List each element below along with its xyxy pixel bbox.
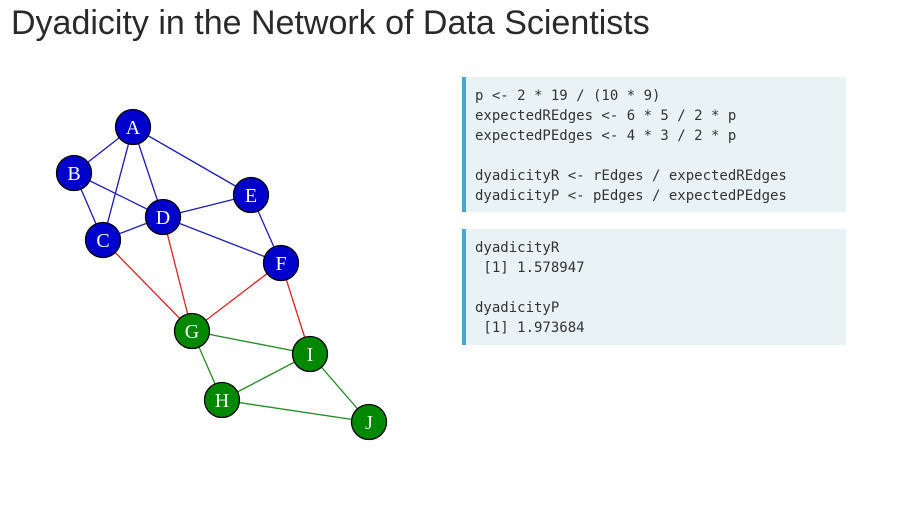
node-label: D <box>156 207 170 229</box>
node-label: I <box>307 344 314 366</box>
node-h: H <box>203 381 241 419</box>
node-label: F <box>275 253 286 275</box>
edge-h-j <box>221 399 370 423</box>
node-b: B <box>55 154 93 192</box>
node-i: I <box>291 335 329 373</box>
node-circle <box>232 176 270 214</box>
code-output-line: [1] 1.973684 <box>475 320 585 336</box>
node-circle <box>350 403 388 441</box>
node-c: C <box>84 221 122 259</box>
code-source-line: dyadicityR <- rEdges / expectedREdges <box>475 168 787 184</box>
edge-g-i <box>191 330 311 355</box>
slide-title: Dyadicity in the Network of Data Scienti… <box>11 4 650 42</box>
node-circle <box>114 108 152 146</box>
node-circle <box>84 221 122 259</box>
node-circle <box>262 244 300 282</box>
edge-f-g <box>191 262 282 332</box>
network-graph: A B C D E F G H I J <box>55 108 388 441</box>
code-source-line <box>475 146 846 166</box>
node-label: B <box>67 163 80 185</box>
node-d: D <box>144 198 182 236</box>
code-output-line <box>475 278 846 298</box>
code-output-block: dyadicityR [1] 1.578947 dyadicityP [1] 1… <box>462 229 846 345</box>
nodes-layer: A B C D E F G H I J <box>55 108 388 441</box>
node-circle <box>173 312 211 350</box>
node-circle <box>203 381 241 419</box>
node-label: G <box>185 321 199 343</box>
code-source-block: p <- 2 * 19 / (10 * 9) expectedREdges <- … <box>462 77 846 212</box>
edge-d-f <box>162 216 282 264</box>
node-label: H <box>215 390 229 412</box>
node-circle <box>291 335 329 373</box>
node-j: J <box>350 403 388 441</box>
node-label: A <box>126 117 141 139</box>
code-source-line: expectedREdges <- 6 * 5 / 2 * p <box>475 108 737 124</box>
node-label: J <box>365 412 373 434</box>
code-output-line: dyadicityR <box>475 240 560 256</box>
node-f: F <box>262 244 300 282</box>
node-circle <box>55 154 93 192</box>
edges-layer <box>73 126 370 423</box>
node-g: G <box>173 312 211 350</box>
node-label: E <box>245 185 257 207</box>
node-a: A <box>114 108 152 146</box>
code-source-line: p <- 2 * 19 / (10 * 9) <box>475 88 661 104</box>
node-label: C <box>96 230 109 252</box>
edge-c-g <box>102 239 193 332</box>
code-source-line: expectedPEdges <- 4 * 3 / 2 * p <box>475 128 737 144</box>
code-output-line: dyadicityP <box>475 300 560 316</box>
edge-d-g <box>162 216 193 332</box>
edge-a-e <box>132 126 252 196</box>
code-source-line: dyadicityP <- pEdges / expectedPEdges <box>475 188 787 204</box>
node-circle <box>144 198 182 236</box>
node-e: E <box>232 176 270 214</box>
code-output-line: [1] 1.578947 <box>475 260 585 276</box>
edge-a-c <box>102 126 134 241</box>
